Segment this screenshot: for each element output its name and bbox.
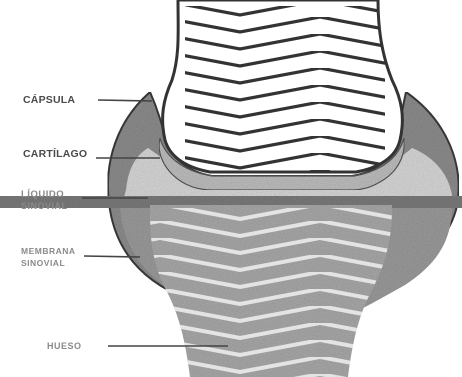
leader-capsula — [98, 100, 152, 101]
upper-bone-trabeculae — [185, 6, 385, 176]
lower-bone-trabeculae — [150, 208, 392, 377]
label-membrana-line1: MEMBRANA — [21, 246, 76, 256]
label-liquido-line1: LÍQUIDO — [21, 189, 64, 200]
label-hueso: HUESO — [47, 341, 82, 351]
leader-membrana — [84, 256, 140, 257]
label-cartilago: CARTÍLAGO — [23, 147, 87, 160]
label-capsula: CÁPSULA — [23, 93, 75, 106]
label-membrana-line2: SINOVIAL — [21, 258, 65, 268]
label-liquido-line2: SINOVIAL — [21, 201, 68, 211]
